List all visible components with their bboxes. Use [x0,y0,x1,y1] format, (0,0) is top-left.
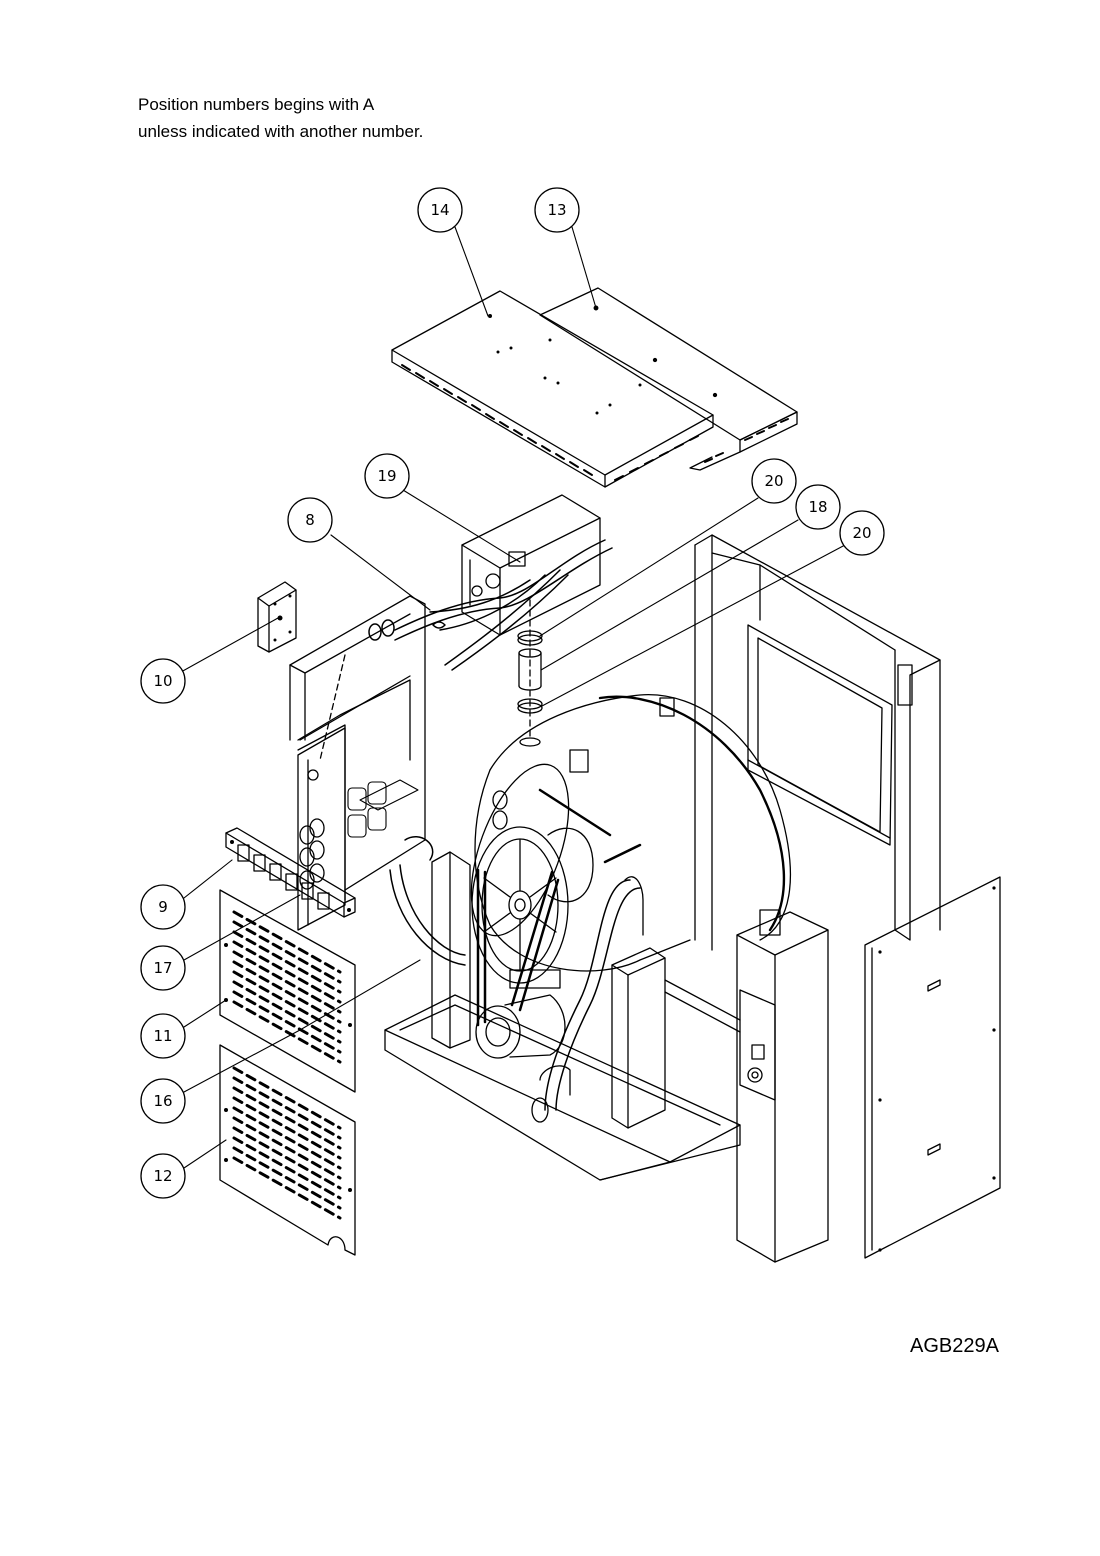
callout-13-label: 13 [547,201,566,219]
callout-19-label: 19 [377,467,396,485]
motor [475,969,566,1059]
callout-17: 17 [140,945,186,991]
callout-12: 12 [140,1153,186,1199]
callout-9-label: 9 [158,898,168,916]
callout-19: 19 [364,453,410,499]
inner-frame [431,851,741,1129]
left-side-frame [289,595,426,931]
control-box-19 [461,494,601,636]
callout-8: 8 [287,497,333,543]
callout-18: 18 [795,484,841,530]
callout-14-label: 14 [430,201,449,219]
top-panel-14 [391,290,714,488]
callout-16-label: 16 [153,1092,172,1110]
callout-14: 14 [417,187,463,233]
drive-pulley [471,826,569,984]
callout-20-lower-label: 20 [852,524,871,542]
hose-assembly-8 [368,539,613,671]
callout-11: 11 [140,1013,186,1059]
callout-leaders [180,226,846,1169]
drain-hose [389,836,641,1111]
callout-18-label: 18 [808,498,827,516]
callout-8-label: 8 [305,511,315,529]
callout-11-label: 11 [153,1027,172,1045]
base-frame [384,994,741,1181]
top-panel-13 [539,287,798,471]
louvered-panel-11 [219,889,356,1093]
note-line-2: unless indicated with another number. [138,122,424,141]
louvered-panel-12 [219,1044,356,1256]
callout-9: 9 [140,884,186,930]
rear-frame [694,534,941,951]
right-side-panel [864,876,1001,1259]
callout-13: 13 [534,187,580,233]
clamp-sleeve-parts [517,599,543,747]
callout-17-label: 17 [153,959,172,977]
callout-20-upper-label: 20 [764,472,783,490]
callout-20-upper: 20 [751,458,797,504]
drawing-reference: AGB229A [910,1335,999,1357]
drum [470,694,791,972]
front-column [736,909,829,1263]
callout-10: 10 [140,658,186,704]
bracket-9 [225,827,356,918]
note-line-1: Position numbers begins with A [138,95,375,114]
callout-12-label: 12 [153,1167,172,1185]
callout-16: 16 [140,1078,186,1124]
cover-plate-10 [257,581,297,653]
callout-10-label: 10 [153,672,172,690]
callout-20-lower: 20 [839,510,885,556]
